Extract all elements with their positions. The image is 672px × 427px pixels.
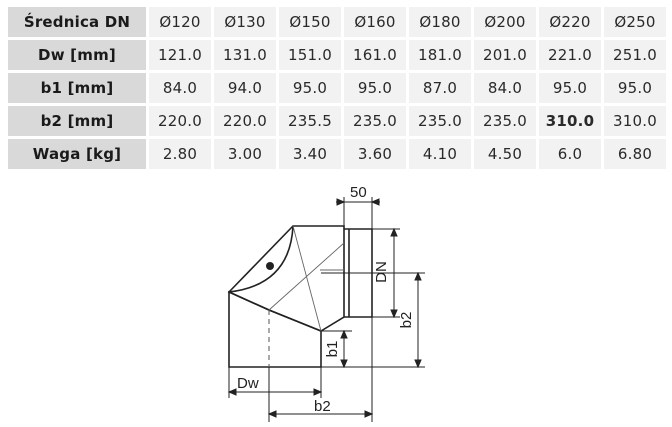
- table-cell: 310.0: [604, 106, 666, 136]
- table-cell: 251.0: [604, 40, 666, 70]
- lower-segment: [228, 290, 322, 368]
- table-cell: 95.0: [604, 73, 666, 103]
- dim-dw-label: Dw: [237, 375, 259, 392]
- table-cell: 310.0: [539, 106, 601, 136]
- table-cell: Ø120: [149, 7, 211, 37]
- table-cell: Ø220: [539, 7, 601, 37]
- table-cell: 4.50: [474, 139, 536, 169]
- dim-b2-bottom-label: b2: [314, 398, 331, 415]
- table-cell: 201.0: [474, 40, 536, 70]
- table-cell: 84.0: [149, 73, 211, 103]
- row-header: Dw [mm]: [8, 40, 146, 70]
- table-cell: 6.80: [604, 139, 666, 169]
- dim-b2-right-label: b2: [398, 312, 415, 329]
- table-cell: 94.0: [214, 73, 276, 103]
- middle-segment: [227, 225, 345, 332]
- inner-curve: [228, 225, 294, 293]
- table-cell: 151.0: [279, 40, 341, 70]
- table-cell: 95.0: [279, 73, 341, 103]
- table-cell: 235.0: [474, 106, 536, 136]
- table-cell: 161.0: [344, 40, 406, 70]
- table-cell: 95.0: [539, 73, 601, 103]
- table-cell: 3.60: [344, 139, 406, 169]
- row-header: b1 [mm]: [8, 73, 146, 103]
- table-cell: 87.0: [409, 73, 471, 103]
- dim-dn-label: DN: [373, 261, 390, 283]
- elbow-diagram: 50 DN b2 b1 Dw b2: [227, 184, 425, 422]
- table-cell: 2.80: [149, 139, 211, 169]
- table-cell: 3.40: [279, 139, 341, 169]
- table-cell: Ø150: [279, 7, 341, 37]
- table-cell: Ø200: [474, 7, 536, 37]
- table-cell: 6.0: [539, 139, 601, 169]
- table-cell: Ø180: [409, 7, 471, 37]
- table-cell: 235.0: [409, 106, 471, 136]
- table-cell: 220.0: [149, 106, 211, 136]
- table-cell: 221.0: [539, 40, 601, 70]
- table-cell: 235.5: [279, 106, 341, 136]
- row-header: b2 [mm]: [8, 106, 146, 136]
- table-cell: 235.0: [344, 106, 406, 136]
- table-cell: Ø250: [604, 7, 666, 37]
- table-cell: 4.10: [409, 139, 471, 169]
- table-cell: 121.0: [149, 40, 211, 70]
- table-cell: Ø160: [344, 7, 406, 37]
- table-cell: 181.0: [409, 40, 471, 70]
- row-header: Waga [kg]: [8, 139, 146, 169]
- table-cell: 95.0: [344, 73, 406, 103]
- table-cell: 220.0: [214, 106, 276, 136]
- rivet-dot: [266, 262, 274, 270]
- row-header: Średnica DN: [8, 7, 146, 37]
- dim-50-label: 50: [350, 184, 367, 201]
- dim-b1-label: b1: [324, 341, 341, 358]
- table-cell: 131.0: [214, 40, 276, 70]
- table-cell: Ø130: [214, 7, 276, 37]
- table-cell: 84.0: [474, 73, 536, 103]
- table-cell: 3.00: [214, 139, 276, 169]
